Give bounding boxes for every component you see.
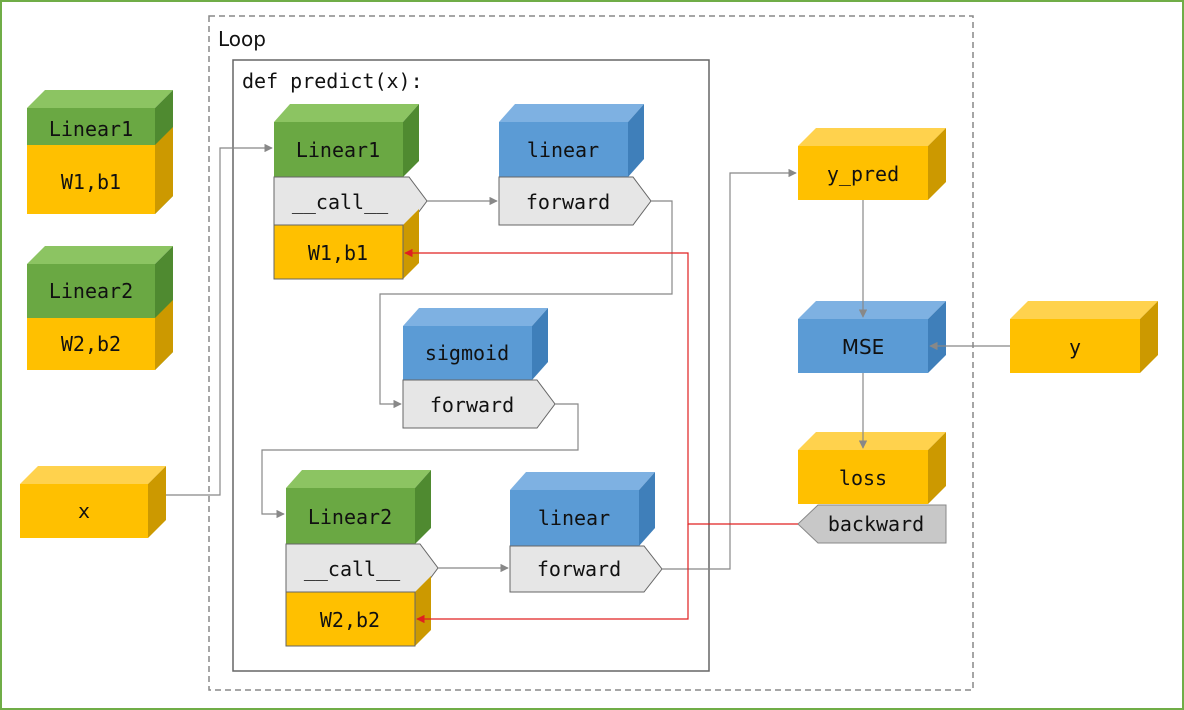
y-block: y bbox=[1010, 301, 1158, 373]
predict-forward2-block[interactable]: forward bbox=[509, 545, 663, 593]
predict-call2-block[interactable]: __call__ bbox=[285, 543, 439, 593]
predict-w2b2-label: W2,b2 bbox=[320, 608, 380, 632]
connector-backward-to-w1b1 bbox=[404, 248, 798, 525]
predict-linear-fn1-block: linear bbox=[499, 104, 644, 177]
predict-w2b2-block: W2,b2 bbox=[285, 576, 431, 647]
connector-forward1-to-sigmoid bbox=[379, 200, 673, 409]
predict-linear2-block: Linear2 bbox=[286, 470, 431, 544]
loop-label: Loop bbox=[218, 27, 266, 51]
predict-call2-label: __call__ bbox=[304, 557, 401, 581]
connector-x-to-linear1 bbox=[166, 143, 273, 496]
left-linear2-label: Linear2 bbox=[49, 279, 133, 303]
connector-forward2-to-ypred bbox=[662, 168, 797, 570]
predict-container bbox=[232, 59, 710, 672]
predict-linear1-block: Linear1 bbox=[274, 104, 419, 177]
loss-label: loss bbox=[839, 466, 887, 490]
predict-forward1-label: forward bbox=[526, 190, 610, 214]
left-w2b2-label: W2,b2 bbox=[61, 332, 121, 356]
backward-block[interactable]: backward bbox=[797, 504, 947, 544]
predict-forward-sigmoid-label: forward bbox=[430, 393, 514, 417]
predict-linear2-label: Linear2 bbox=[308, 505, 392, 529]
mse-block: MSE bbox=[798, 301, 946, 373]
loss-block: loss bbox=[798, 432, 946, 504]
left-linear1-label: Linear1 bbox=[49, 117, 133, 141]
left-w1b1-label: W1,b1 bbox=[61, 170, 121, 194]
predict-linear1-label: Linear1 bbox=[296, 138, 380, 162]
predict-linear-fn2-block: linear bbox=[510, 472, 655, 546]
predict-sigmoid-block: sigmoid bbox=[403, 308, 548, 380]
backward-label: backward bbox=[828, 512, 924, 536]
loop-container bbox=[208, 15, 974, 691]
connector-sigmoid-to-linear2 bbox=[261, 403, 579, 519]
left-linear2-block: Linear2 W2,b2 bbox=[27, 246, 173, 370]
predict-forward2-label: forward bbox=[537, 557, 621, 581]
predict-forward-sigmoid-block[interactable]: forward bbox=[402, 379, 556, 429]
predict-forward1-block[interactable]: forward bbox=[498, 176, 652, 226]
left-linear1-block: Linear1 W1,b1 bbox=[27, 90, 173, 214]
predict-call1-label: __call__ bbox=[292, 190, 389, 214]
input-x-block: x bbox=[20, 466, 166, 538]
predict-w1b1-label: W1,b1 bbox=[308, 241, 368, 265]
mse-label: MSE bbox=[842, 335, 885, 359]
y-pred-label: y_pred bbox=[827, 162, 899, 186]
predict-call1-block[interactable]: __call__ bbox=[273, 176, 428, 226]
predict-linear-fn1-label: linear bbox=[527, 138, 599, 162]
input-x-label: x bbox=[78, 499, 90, 523]
y-pred-block: y_pred bbox=[798, 128, 946, 200]
connector-backward-to-w2b2 bbox=[416, 524, 689, 624]
y-label: y bbox=[1069, 335, 1081, 359]
predict-def-label: def predict(x): bbox=[242, 69, 423, 93]
predict-linear-fn2-label: linear bbox=[538, 506, 610, 530]
predict-w1b1-block: W1,b1 bbox=[273, 209, 419, 280]
predict-sigmoid-label: sigmoid bbox=[425, 341, 509, 365]
